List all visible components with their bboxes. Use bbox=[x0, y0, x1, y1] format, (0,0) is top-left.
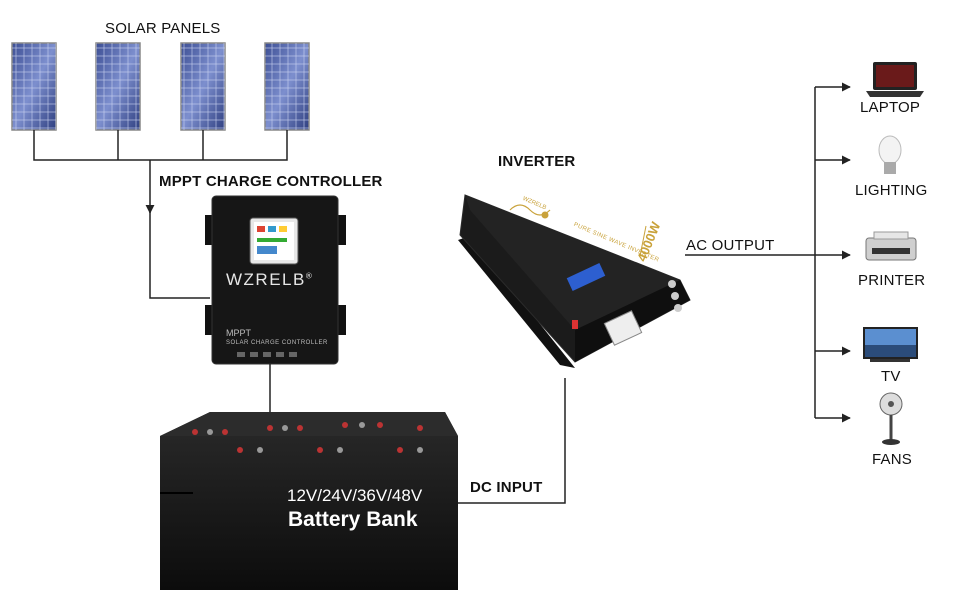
battery-voltage: 12V/24V/36V/48V bbox=[287, 486, 423, 505]
controller-label: MPPT CHARGE CONTROLLER bbox=[159, 173, 383, 190]
battery-bank bbox=[160, 412, 458, 590]
solar-panel bbox=[11, 42, 57, 131]
ac-output-label: AC OUTPUT bbox=[686, 237, 775, 254]
load-label-fans: FANS bbox=[872, 451, 912, 468]
inverter bbox=[458, 194, 691, 368]
ac-output-wiring bbox=[685, 82, 851, 423]
controller-buttons bbox=[237, 352, 297, 357]
load-label-tv: TV bbox=[881, 368, 901, 385]
solar-panel bbox=[264, 42, 310, 131]
load-label-laptop: LAPTOP bbox=[860, 99, 921, 116]
battery-label: Battery Bank bbox=[288, 508, 418, 531]
printer-icon bbox=[865, 231, 917, 261]
laptop-icon bbox=[866, 62, 924, 97]
load-label-printer: PRINTER bbox=[858, 272, 926, 289]
battery-terminals bbox=[192, 422, 423, 453]
controller-brand: WZRELB® bbox=[226, 270, 314, 289]
solar-panels-label: SOLAR PANELS bbox=[105, 20, 221, 37]
panel-wiring bbox=[33, 130, 288, 299]
charge-controller bbox=[205, 195, 346, 365]
controller-subtitle: SOLAR CHARGE CONTROLLER bbox=[226, 340, 328, 346]
fan-icon bbox=[879, 392, 903, 445]
controller-model: MPPT bbox=[226, 328, 252, 338]
load-label-lighting: LIGHTING bbox=[855, 182, 928, 199]
inverter-label: INVERTER bbox=[498, 153, 576, 170]
solar-panels bbox=[11, 42, 310, 131]
dc-input-label: DC INPUT bbox=[470, 479, 543, 496]
solar-panel bbox=[95, 42, 141, 131]
tv-icon bbox=[863, 327, 918, 362]
dc-input-wire bbox=[458, 378, 566, 504]
battery-terminals-neg bbox=[207, 422, 423, 453]
light-bulb-icon bbox=[878, 135, 902, 174]
solar-panel bbox=[180, 42, 226, 131]
